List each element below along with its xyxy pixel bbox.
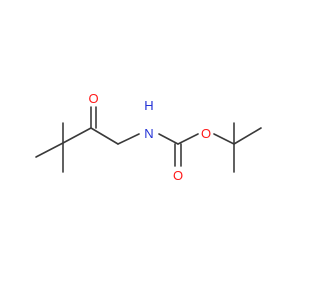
bond-quaternary-to-ketone <box>62 127 92 144</box>
bond-methyl-left-side <box>35 142 64 158</box>
nitrogen-label: N <box>144 126 153 141</box>
ketone-oxygen-label: O <box>88 91 98 106</box>
carbamate-oxygen-label: O <box>173 168 183 183</box>
ester-oxygen-label: O <box>201 126 211 141</box>
structure-drawing: O H N O O <box>35 91 262 183</box>
bond-methyl-right-side <box>233 127 262 145</box>
molecule-canvas: O H N O O <box>35 91 262 183</box>
bond-methylene-to-nitrogen <box>117 133 140 145</box>
nitrogen-hydrogen-label: H <box>144 98 153 113</box>
bond-ester-oxygen-to-tertbutyl <box>213 133 235 145</box>
bond-ketone-to-methylene <box>90 127 119 145</box>
bond-nitrogen-to-carbamate <box>158 133 179 145</box>
bond-carbamate-to-ester-oxygen <box>177 133 199 145</box>
